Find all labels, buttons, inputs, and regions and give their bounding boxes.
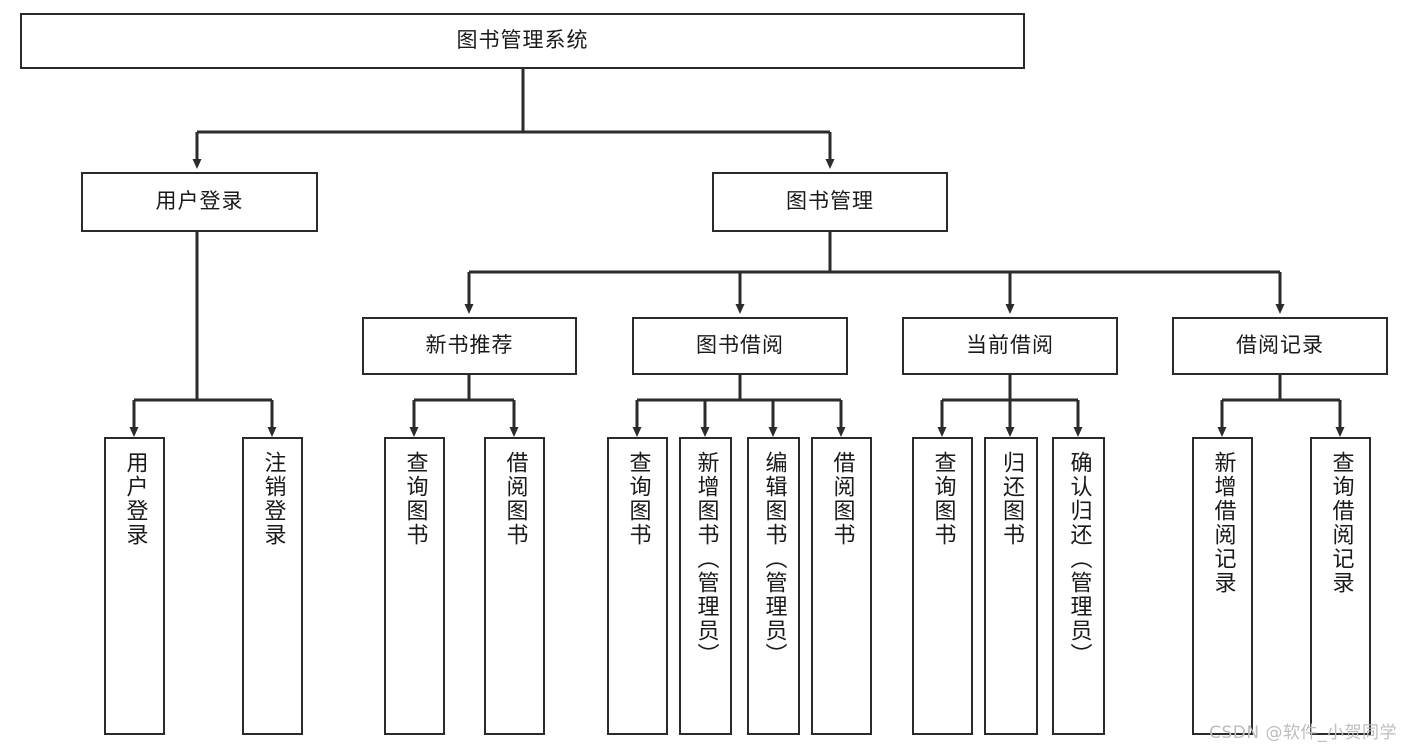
node-book-management[interactable]: 图书管理 (712, 172, 948, 232)
node-leaf-logout[interactable]: 注销登录 (242, 437, 303, 735)
node-leaf-borrow-book-recommend-label: 借阅图书 (502, 451, 528, 547)
node-leaf-query-book-recommend[interactable]: 查询图书 (384, 437, 445, 735)
node-leaf-query-borrow-record[interactable]: 查询借阅记录 (1310, 437, 1371, 735)
node-root-system[interactable]: 图书管理系统 (20, 13, 1025, 69)
node-leaf-edit-book-admin-label: 编辑图书（管理员） (761, 451, 787, 667)
node-book-management-label: 图书管理 (786, 189, 874, 214)
node-leaf-return-book-label: 归还图书 (998, 451, 1024, 547)
node-leaf-add-book-admin-label: 新增图书（管理员） (693, 451, 719, 667)
node-leaf-query-book-current-label: 查询图书 (930, 451, 956, 547)
node-leaf-query-book-recommend-label: 查询图书 (402, 451, 428, 547)
node-leaf-logout-label: 注销登录 (260, 451, 286, 547)
node-leaf-user-login-label: 用户登录 (122, 451, 148, 547)
node-leaf-confirm-return-admin-label: 确认归还（管理员） (1066, 451, 1092, 667)
node-leaf-add-borrow-record-label: 新增借阅记录 (1210, 451, 1236, 595)
node-new-book-recommend[interactable]: 新书推荐 (362, 317, 577, 375)
node-leaf-user-login[interactable]: 用户登录 (104, 437, 165, 735)
node-leaf-query-book-borrow-label: 查询图书 (625, 451, 651, 547)
node-leaf-borrow-book-recommend[interactable]: 借阅图书 (484, 437, 545, 735)
node-borrow-record[interactable]: 借阅记录 (1172, 317, 1388, 375)
node-current-borrow-label: 当前借阅 (966, 333, 1054, 358)
node-leaf-query-book-borrow[interactable]: 查询图书 (607, 437, 668, 735)
node-leaf-add-book-admin[interactable]: 新增图书（管理员） (679, 437, 732, 735)
node-leaf-query-borrow-record-label: 查询借阅记录 (1328, 451, 1354, 595)
node-book-borrow[interactable]: 图书借阅 (632, 317, 848, 375)
node-leaf-return-book[interactable]: 归还图书 (984, 437, 1038, 735)
node-leaf-borrow-book[interactable]: 借阅图书 (811, 437, 872, 735)
node-user-login-label: 用户登录 (155, 189, 244, 214)
node-new-book-recommend-label: 新书推荐 (425, 333, 514, 358)
node-current-borrow[interactable]: 当前借阅 (902, 317, 1118, 375)
node-leaf-confirm-return-admin[interactable]: 确认归还（管理员） (1052, 437, 1105, 735)
node-leaf-borrow-book-label: 借阅图书 (829, 451, 855, 547)
csdn-watermark: CSDN @软件_小贺同学 (1209, 723, 1397, 743)
node-leaf-query-book-current[interactable]: 查询图书 (912, 437, 973, 735)
node-leaf-edit-book-admin[interactable]: 编辑图书（管理员） (747, 437, 800, 735)
node-borrow-record-label: 借阅记录 (1236, 333, 1324, 358)
node-book-borrow-label: 图书借阅 (696, 333, 784, 358)
node-root-system-label: 图书管理系统 (456, 28, 589, 53)
node-leaf-add-borrow-record[interactable]: 新增借阅记录 (1192, 437, 1253, 735)
node-user-login[interactable]: 用户登录 (81, 172, 318, 232)
